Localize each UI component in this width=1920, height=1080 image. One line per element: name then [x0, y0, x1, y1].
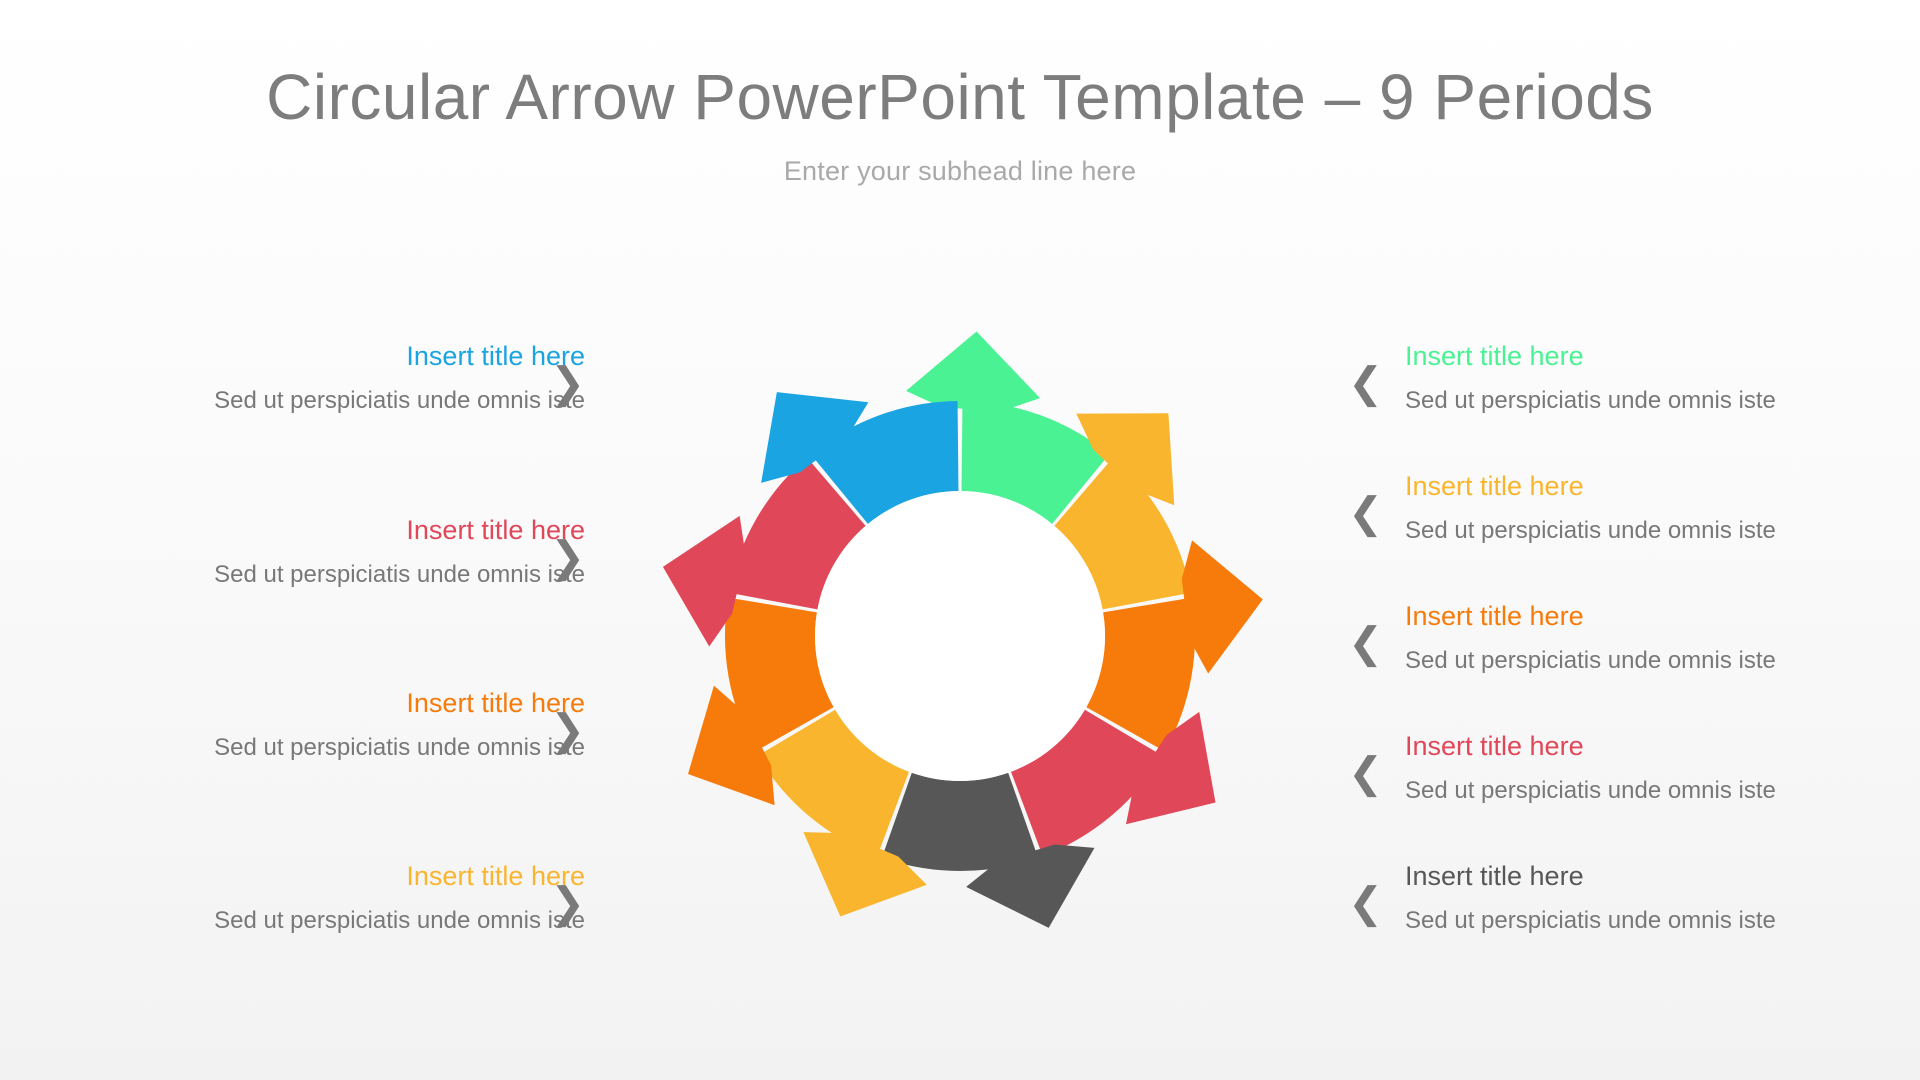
wheel-segment-orange-dark[interactable]	[725, 597, 834, 752]
entry-title: Insert title here	[406, 688, 585, 718]
wheel-segment-amber[interactable]	[1054, 457, 1191, 610]
list-item[interactable]: Insert title here Sed ut perspiciatis un…	[1405, 470, 1920, 546]
wheel-segment-gray-dark[interactable]	[881, 772, 1039, 871]
chevron-left-icon: ❮	[1348, 748, 1384, 797]
wheel-arrow-orange-dark[interactable]	[1181, 540, 1263, 674]
page-subtitle: Enter your subhead line here	[783, 155, 1137, 186]
chevron-left-icon: ❮	[1348, 488, 1384, 537]
entry-title: Insert title here	[1405, 471, 1584, 501]
list-item[interactable]: Insert title here Sed ut perspiciatis un…	[45, 860, 585, 936]
chevron-left-icon: ❮	[1348, 358, 1384, 407]
entry-description: Sed ut perspiciatis unde omnis iste	[1405, 906, 1776, 934]
wheel-arrow-blue[interactable]	[761, 392, 869, 483]
wheel-segment-amber[interactable]	[757, 709, 909, 856]
list-item[interactable]: Insert title here Sed ut perspiciatis un…	[1405, 340, 1920, 416]
entry-title: Insert title here	[1405, 601, 1584, 631]
wheel-arrow-amber[interactable]	[1076, 413, 1175, 506]
entry-title: Insert title here	[406, 515, 585, 545]
entry-description: Sed ut perspiciatis unde omnis iste	[214, 733, 585, 761]
entry-description: Sed ut perspiciatis unde omnis iste	[214, 906, 585, 934]
chevron-right-icon: ❯	[550, 878, 586, 927]
wheel-arrow-orange-dark[interactable]	[688, 685, 775, 806]
wheel-arrow-amber[interactable]	[803, 832, 927, 917]
entry-description: Sed ut perspiciatis unde omnis iste	[1405, 516, 1776, 544]
page-title: Circular Arrow PowerPoint Template – 9 P…	[266, 61, 1654, 133]
wheel-arrow-green[interactable]	[906, 331, 1041, 411]
wheel-hub	[815, 491, 1105, 781]
chevron-right-icon: ❯	[550, 358, 586, 407]
entry-description: Sed ut perspiciatis unde omnis iste	[1405, 776, 1776, 804]
wheel-arrow-red[interactable]	[662, 515, 746, 647]
list-item[interactable]: Insert title here Sed ut perspiciatis un…	[1405, 600, 1920, 676]
chevron-right-icon: ❯	[550, 532, 586, 581]
entry-description: Sed ut perspiciatis unde omnis iste	[1405, 646, 1776, 674]
list-item[interactable]: Insert title here Sed ut perspiciatis un…	[45, 687, 585, 763]
wheel-arrow-gray-dark[interactable]	[966, 844, 1095, 928]
wheel-segment-red[interactable]	[729, 457, 866, 610]
list-item[interactable]: Insert title here Sed ut perspiciatis un…	[1405, 730, 1920, 806]
entry-title: Insert title here	[1405, 861, 1584, 891]
chevron-left-icon: ❮	[1348, 618, 1384, 667]
slide-header: Circular Arrow PowerPoint Template – 9 P…	[0, 0, 1920, 187]
chevron-right-icon: ❯	[550, 705, 586, 754]
wheel-segment-green[interactable]	[961, 401, 1110, 524]
entry-title: Insert title here	[406, 341, 585, 371]
entry-title: Insert title here	[406, 861, 585, 891]
wheel-segment-red[interactable]	[1011, 709, 1163, 856]
entry-title: Insert title here	[1405, 731, 1584, 761]
circular-arrow-diagram	[590, 266, 1330, 1006]
wheel-svg	[662, 331, 1263, 928]
wheel-arrow-red[interactable]	[1125, 711, 1216, 825]
list-item[interactable]: Insert title here Sed ut perspiciatis un…	[1405, 860, 1920, 936]
chevron-left-icon: ❮	[1348, 878, 1384, 927]
entry-description: Sed ut perspiciatis unde omnis iste	[214, 386, 585, 414]
list-item[interactable]: Insert title here Sed ut perspiciatis un…	[45, 514, 585, 590]
wheel-segment-orange-dark[interactable]	[1086, 597, 1195, 752]
list-item[interactable]: Insert title here Sed ut perspiciatis un…	[45, 340, 585, 416]
entry-title: Insert title here	[1405, 341, 1584, 371]
entry-description: Sed ut perspiciatis unde omnis iste	[214, 560, 585, 588]
entry-description: Sed ut perspiciatis unde omnis iste	[1405, 386, 1776, 414]
